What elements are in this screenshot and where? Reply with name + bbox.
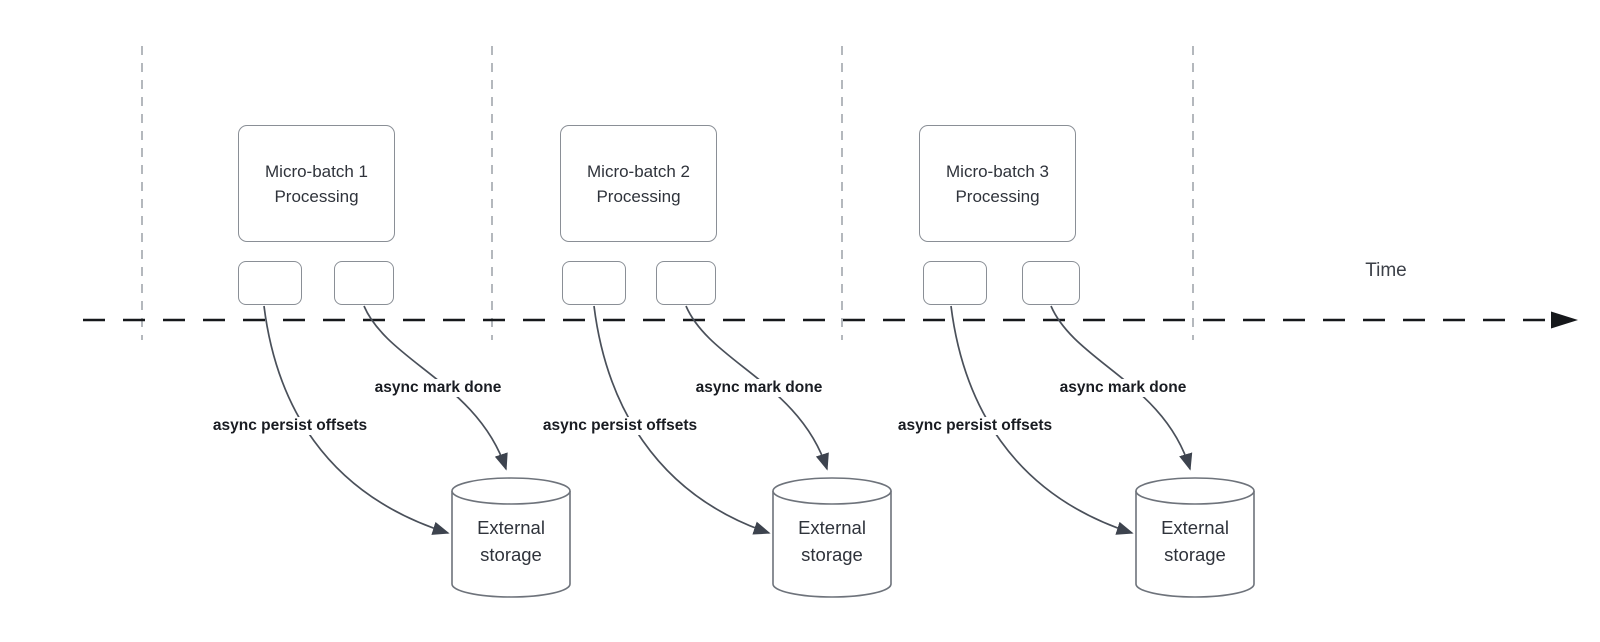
microbatch-2-title: Micro-batch 2: [587, 161, 690, 181]
mark-done-task-box-2: [656, 261, 716, 305]
external-storage-label-1: External storage: [477, 517, 545, 565]
microbatch-2-processing-box: Micro-batch 2 Processing: [560, 125, 717, 242]
persist-offsets-arrow-1: [263, 305, 450, 535]
external-storage-cylinder-3: [1135, 477, 1255, 598]
microbatch-1-processing-box: Micro-batch 1 Processing: [238, 125, 395, 242]
persist-offsets-task-box-3: [923, 261, 987, 305]
external-storage-label-2: External storage: [798, 517, 866, 565]
mark-done-task-box-1: [334, 261, 394, 305]
microbatch-2-subtitle: Processing: [596, 186, 681, 206]
mark-done-arrow-2: [685, 305, 829, 471]
microbatch-1-subtitle: Processing: [274, 186, 359, 206]
microbatch-3-title: Micro-batch 3: [946, 161, 1049, 181]
persist-offsets-label-2: async persist offsets: [539, 417, 701, 435]
persist-offsets-arrow-2: [593, 305, 771, 535]
external-storage-cylinder-2: [772, 477, 892, 598]
time-axis-label: Time: [1365, 260, 1407, 281]
external-storage-label-3: External storage: [1161, 517, 1229, 565]
external-storage-cylinder-1: [451, 477, 571, 598]
persist-offsets-label-1: async persist offsets: [209, 417, 371, 435]
microbatch-3-processing-box: Micro-batch 3 Processing: [919, 125, 1076, 242]
mark-done-task-box-3: [1022, 261, 1080, 305]
mark-done-label-2: async mark done: [692, 379, 826, 397]
microbatch-3-subtitle: Processing: [955, 186, 1040, 206]
mark-done-arrow-1: [363, 305, 508, 471]
persist-offsets-arrow-3: [950, 305, 1134, 535]
persist-offsets-task-box-1: [238, 261, 302, 305]
microbatch-1-title: Micro-batch 1: [265, 161, 368, 181]
mark-done-arrow-3: [1050, 305, 1193, 471]
persist-offsets-label-3: async persist offsets: [894, 417, 1056, 435]
mark-done-label-3: async mark done: [1056, 379, 1190, 397]
time-axis-arrowhead-icon: [1551, 311, 1578, 329]
persist-offsets-task-box-2: [562, 261, 626, 305]
mark-done-label-1: async mark done: [371, 379, 505, 397]
